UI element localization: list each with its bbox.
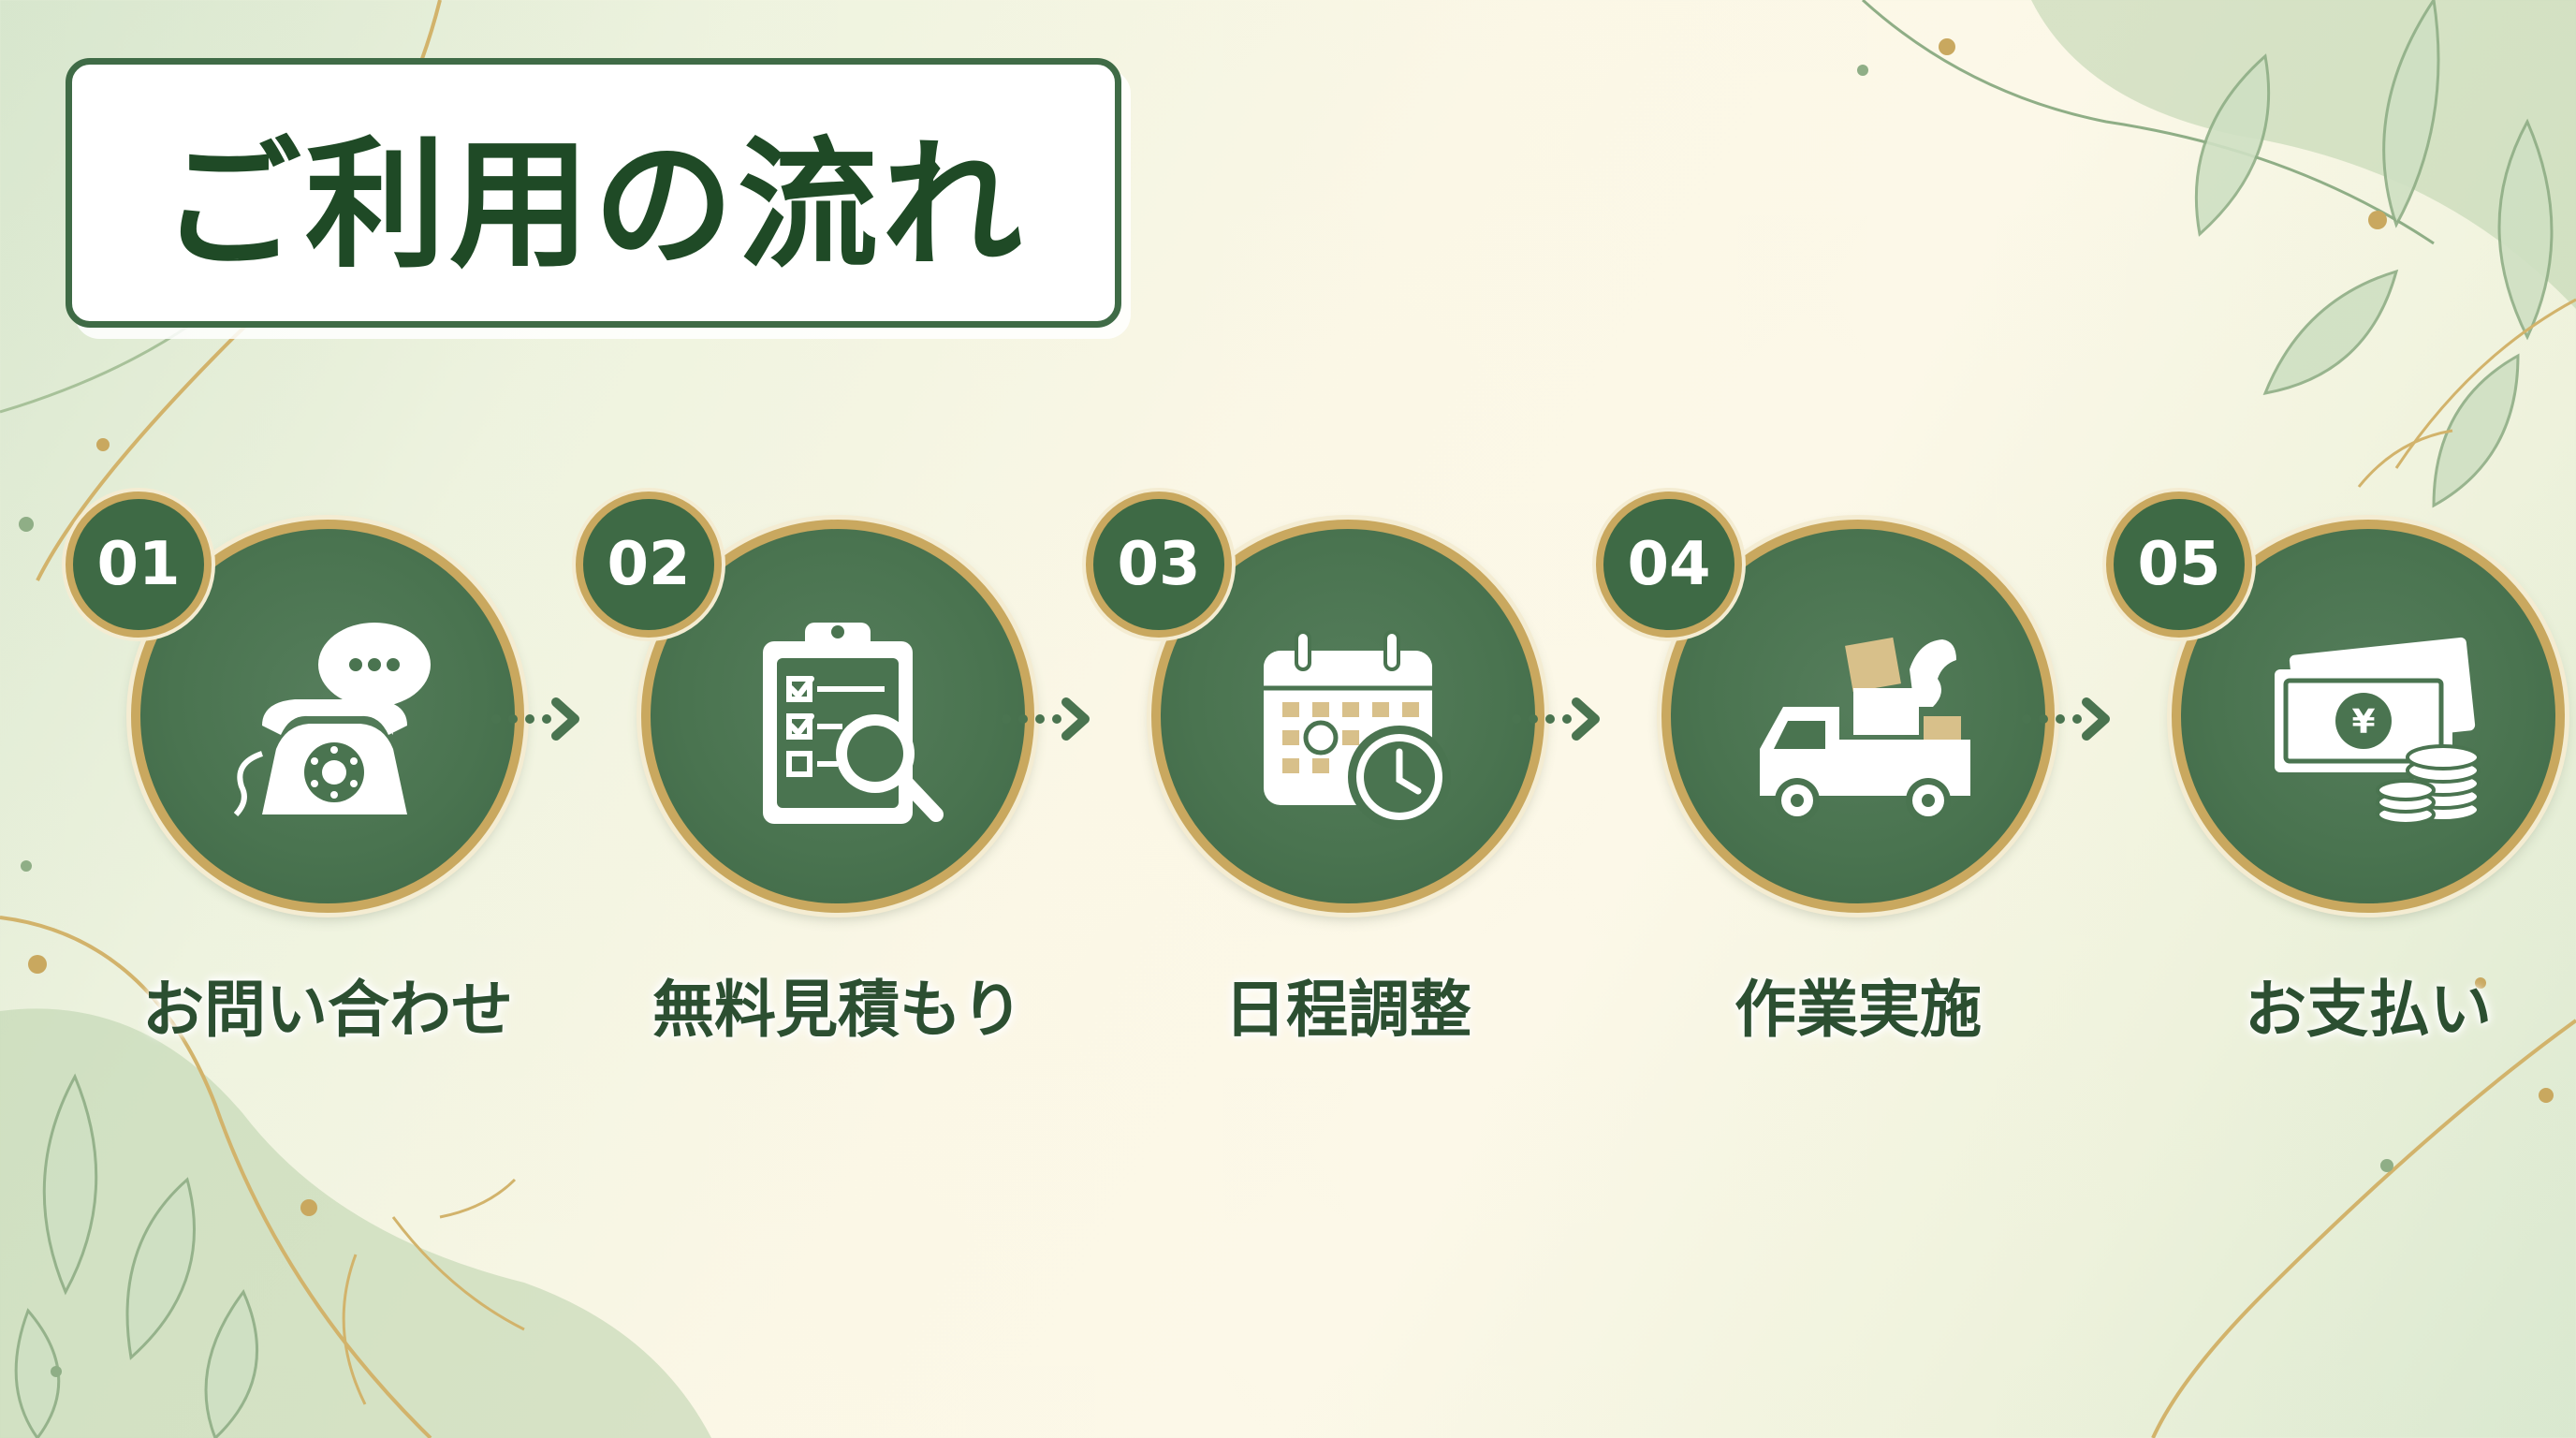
step-02: 02 無料見積もり <box>576 492 1100 1053</box>
moving-truck-icon <box>1760 637 1970 823</box>
step-label: お支払い <box>2245 974 2492 1046</box>
step-number-badge: 01 <box>66 492 212 638</box>
step-number: 02 <box>607 530 691 599</box>
step-label: お問い合わせ <box>142 974 513 1046</box>
step-circle <box>1151 520 1544 913</box>
step-number: 04 <box>1627 530 1711 599</box>
step-number-badge: 03 <box>1086 492 1232 638</box>
page-title: ご利用の流れ <box>160 124 1026 287</box>
arrow-right-icon <box>2005 697 2110 741</box>
telephone-chat-icon <box>233 623 431 817</box>
step-label: 日程調整 <box>1224 974 1471 1046</box>
clipboard-magnifier-icon <box>763 623 944 824</box>
arrow-right-icon <box>985 697 1090 741</box>
step-number-badge: 05 <box>2106 492 2252 638</box>
step-03: 03 日程調整 <box>1086 492 1610 1053</box>
arrow-right-icon <box>1495 697 1600 741</box>
step-04: 04 作業実施 <box>1596 492 2120 1053</box>
svg-text:¥: ¥ <box>2351 703 2375 741</box>
step-circle: ¥ <box>2172 520 2565 913</box>
step-number-badge: 02 <box>576 492 722 638</box>
step-number: 05 <box>2137 530 2221 599</box>
step-label: 無料見積もり <box>652 974 1023 1046</box>
step-number: 01 <box>96 530 181 599</box>
step-label: 作業実施 <box>1734 974 1982 1046</box>
title-box: ご利用の流れ <box>66 58 1121 328</box>
banknote-coins-icon: ¥ <box>2275 637 2481 826</box>
step-circle <box>641 520 1034 913</box>
step-number-badge: 04 <box>1596 492 1742 638</box>
step-01: 01 お問い合わせ <box>66 492 590 1053</box>
calendar-clock-icon <box>1264 630 1451 829</box>
step-05: ¥ 05 お支払い <box>2106 492 2576 1053</box>
arrow-right-icon <box>475 697 579 741</box>
step-number: 03 <box>1117 530 1201 599</box>
